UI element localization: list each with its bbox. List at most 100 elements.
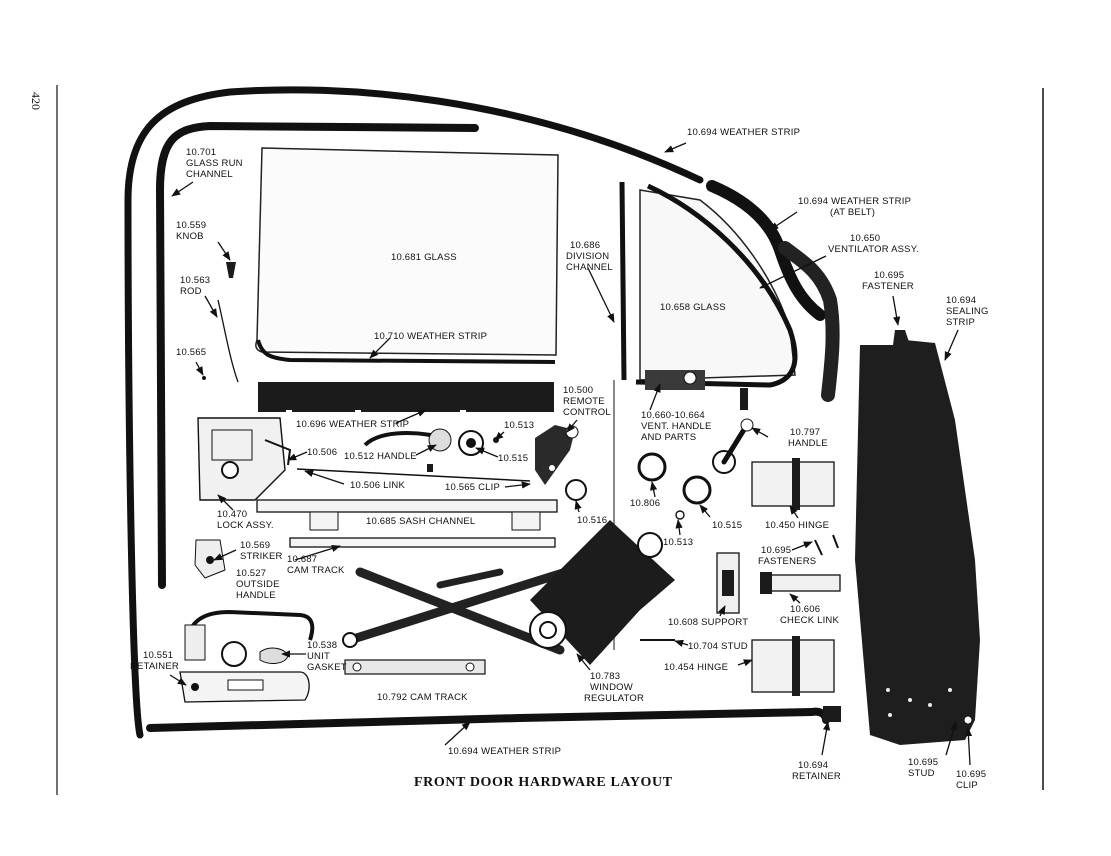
label-striker: STRIKER (240, 551, 283, 562)
sealing-strip (855, 340, 980, 745)
outer-weather-strip-inner-line (134, 97, 698, 731)
label-cam-track-upper: CAM TRACK (287, 565, 345, 576)
label-outside-handle-2: HANDLE (236, 590, 276, 601)
label-retainer-right: RETAINER (792, 771, 841, 782)
label-ventilator: VENTILATOR ASSY. (828, 244, 919, 255)
label-10516: 10.516 (577, 515, 607, 526)
outer-weather-strip (124, 86, 704, 739)
label-10513: 10.513 (504, 420, 534, 431)
label-glass-weather-strip: 10.710 WEATHER STRIP (374, 331, 487, 342)
belt-strip-clips (286, 410, 466, 418)
label-division-2: CHANNEL (566, 262, 613, 273)
label-bottom-weather-strip: 10.694 WEATHER STRIP (448, 746, 561, 757)
label-retainer-num: 10.551 (143, 650, 173, 661)
label-gasket-num: 10.538 (307, 640, 337, 651)
lower-hinge (751, 636, 835, 696)
support-10608 (716, 552, 740, 614)
upper-hinge (751, 458, 835, 510)
label-regulator-2: REGULATOR (584, 693, 644, 704)
escutcheon-10515-right (682, 475, 712, 505)
label-rod-num: 10.563 (180, 275, 210, 286)
cam-track-lower (344, 659, 486, 675)
label-vent-handle-1: VENT. HANDLE (641, 421, 712, 432)
escutcheon-10516 (565, 479, 587, 501)
label-clip-right-num: 10.695 (956, 769, 986, 780)
label-10806: 10.806 (630, 498, 660, 509)
label-remote-2: CONTROL (563, 407, 611, 418)
page-number: 420 (29, 92, 43, 110)
division-channel (619, 181, 627, 381)
escutcheon-10806 (637, 452, 667, 482)
label-sealing-1: SEALING (946, 306, 989, 317)
ventilator-frame (635, 183, 798, 388)
label-belt-weather-strip: 10.696 WEATHER STRIP (296, 419, 409, 430)
label-upper-hinge: 10.450 HINGE (765, 520, 829, 531)
label-remote-1: REMOTE (563, 396, 605, 407)
label-cam-track-lower: 10.792 CAM TRACK (377, 692, 468, 703)
label-outside-handle-num: 10.527 (236, 568, 266, 579)
label-stud: STUD (908, 768, 935, 779)
label-10513-right: 10.513 (663, 537, 693, 548)
knob-part (226, 262, 236, 278)
label-gasket-1: UNIT (307, 651, 330, 662)
label-lock: LOCK ASSY. (217, 520, 274, 531)
vent-glass (639, 189, 796, 381)
label-vent-glass: 10.658 GLASS (660, 302, 726, 313)
belt-sash-strip (258, 382, 554, 412)
glass-run-channel (155, 121, 479, 589)
bottom-weather-strip (146, 707, 830, 732)
label-rod: ROD (180, 286, 202, 297)
label-glass-run-1: GLASS RUN (186, 158, 243, 169)
handle-retainer (179, 671, 310, 703)
label-outside-handle-1: OUTSIDE (236, 579, 280, 590)
label-belt-strip-note: (AT BELT) (830, 207, 875, 218)
check-link (760, 572, 841, 594)
label-cam-track-upper-num: 10.687 (287, 554, 317, 565)
spring-clip-10513 (675, 510, 685, 520)
label-knob-num: 10.559 (176, 220, 206, 231)
vent-crank-handle (712, 418, 754, 474)
sealing-strip-holes (886, 688, 952, 717)
label-top-weather-strip: 10.694 WEATHER STRIP (687, 127, 800, 138)
leader-arrows (169, 142, 973, 766)
label-retainer-right-num: 10.694 (798, 760, 828, 771)
label-fastener-num: 10.695 (874, 270, 904, 281)
label-gasket-2: GASKET (307, 662, 347, 673)
clip-part (202, 376, 206, 380)
label-fasteners-num: 10.695 (761, 545, 791, 556)
window-regulator (342, 520, 675, 665)
label-sealing-num: 10.694 (946, 295, 976, 306)
label-clip-right: CLIP (956, 780, 978, 791)
remote-control (535, 425, 579, 485)
label-support: 10.608 SUPPORT (668, 617, 748, 628)
label-sash-channel: 10.685 SASH CHANNEL (366, 516, 475, 527)
fasteners-10695 (814, 534, 839, 556)
label-fastener: FASTENER (862, 281, 914, 292)
label-division-num: 10.686 (570, 240, 600, 251)
label-check-link: CHECK LINK (780, 615, 839, 626)
label-regulator-num: 10.783 (590, 671, 620, 682)
rod-part (217, 299, 239, 383)
label-glass-run-2: CHANNEL (186, 169, 233, 180)
label-10506: 10.506 (307, 447, 337, 458)
label-striker-num: 10.569 (240, 540, 270, 551)
label-stud-num: 10.695 (908, 757, 938, 768)
cam-track-upper (289, 537, 556, 548)
glass-weather-strip-bottom (256, 339, 556, 364)
label-division-1: DIVISION (566, 251, 609, 262)
belt-weather-strip (778, 241, 840, 402)
label-vent-handle-2: AND PARTS (641, 432, 696, 443)
label-remote-num: 10.500 (563, 385, 593, 396)
part-labels: 10.701 GLASS RUN CHANNEL 10.559 KNOB 10.… (130, 127, 989, 791)
outside-handle-assembly (184, 609, 315, 667)
label-knob: KNOB (176, 231, 204, 242)
label-regulator-1: WINDOW (590, 682, 633, 693)
label-glass-run-num: 10.701 (186, 147, 216, 158)
lock-assembly (197, 417, 292, 501)
label-clip-10565b: 10.565 CLIP (445, 482, 500, 493)
label-inside-handle: 10.512 HANDLE (344, 451, 417, 462)
label-ventilator-num: 10.650 (850, 233, 880, 244)
label-lower-hinge: 10.454 HINGE (664, 662, 728, 673)
label-10515: 10.515 (498, 453, 528, 464)
